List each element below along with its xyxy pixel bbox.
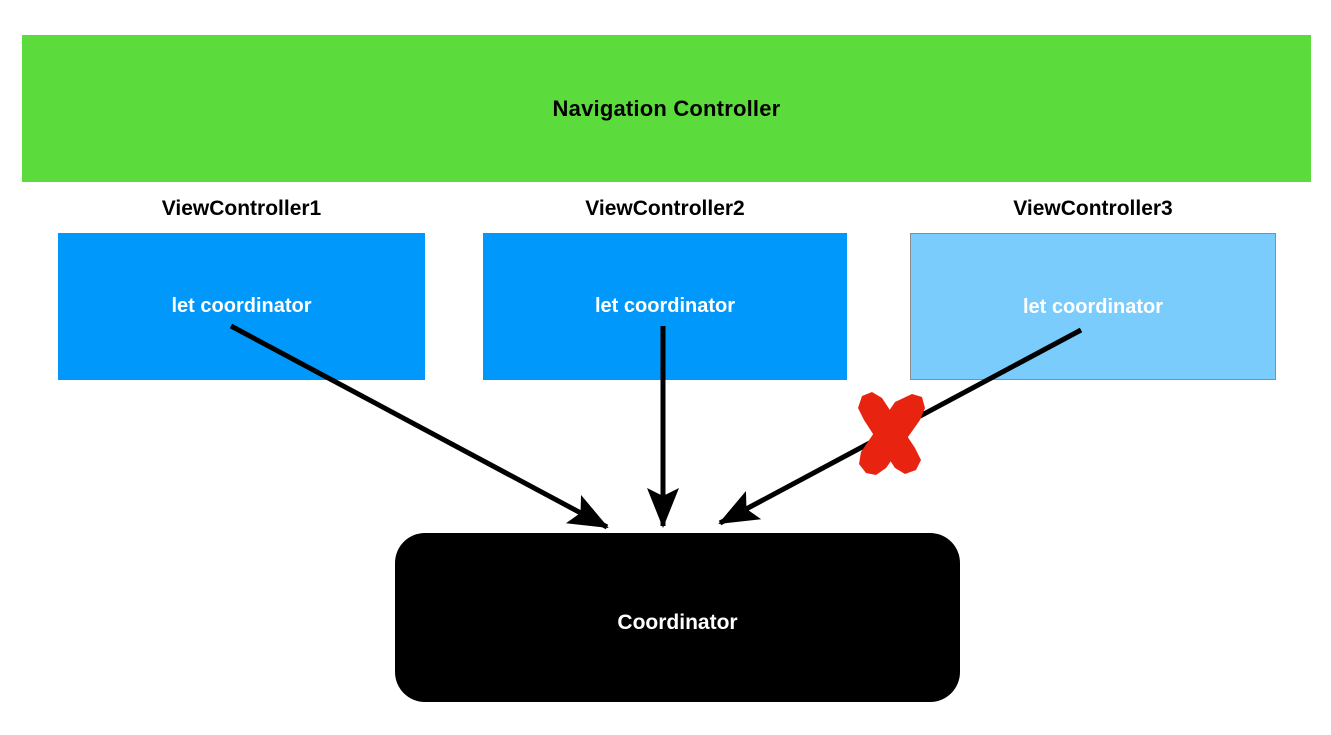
view-controller-1-title: ViewController1 bbox=[161, 197, 322, 220]
view-controller-2-box: let coordinator bbox=[483, 233, 847, 380]
view-controller-2-property: let coordinator bbox=[594, 295, 735, 317]
navigation-controller-label: Navigation Controller bbox=[552, 95, 781, 121]
red-x-mark-icon bbox=[858, 392, 925, 475]
view-controller-2-title: ViewController2 bbox=[585, 197, 745, 220]
coordinator-label: Coordinator bbox=[617, 610, 738, 634]
navigation-controller-banner: Navigation Controller bbox=[22, 35, 1311, 182]
view-controller-3-title: ViewController3 bbox=[1013, 197, 1173, 220]
view-controller-3-box: let coordinator bbox=[910, 233, 1276, 380]
view-controller-3-property: let coordinator bbox=[1022, 296, 1163, 318]
coordinator-box: Coordinator bbox=[395, 533, 960, 702]
view-controller-1-box: let coordinator bbox=[58, 233, 425, 380]
view-controller-1-property: let coordinator bbox=[171, 295, 312, 317]
